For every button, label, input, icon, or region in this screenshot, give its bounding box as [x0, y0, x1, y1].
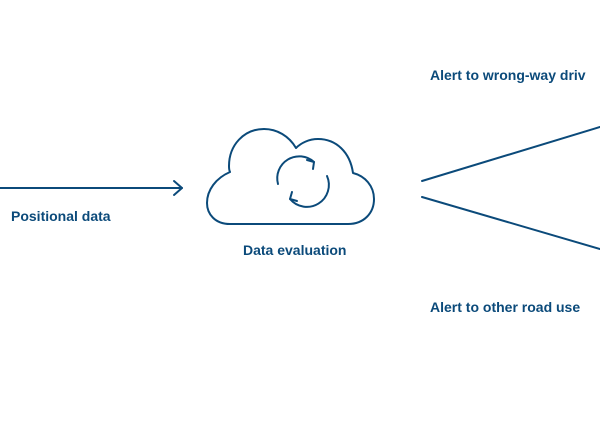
- positional-data-arrow: [0, 180, 183, 196]
- alert-other-road-users-label: Alert to other road use: [430, 299, 581, 315]
- wrong-way-alert-line: [421, 126, 600, 182]
- data-evaluation-label: Data evaluation: [243, 242, 347, 258]
- positional-data-label: Positional data: [11, 208, 111, 224]
- alert-fork-lines: [421, 126, 600, 250]
- cloud-icon: [206, 128, 375, 225]
- refresh-cycle-icon: [276, 155, 330, 208]
- other-users-alert-line: [421, 196, 600, 250]
- alert-wrong-way-label: Alert to wrong-way driv: [430, 67, 586, 83]
